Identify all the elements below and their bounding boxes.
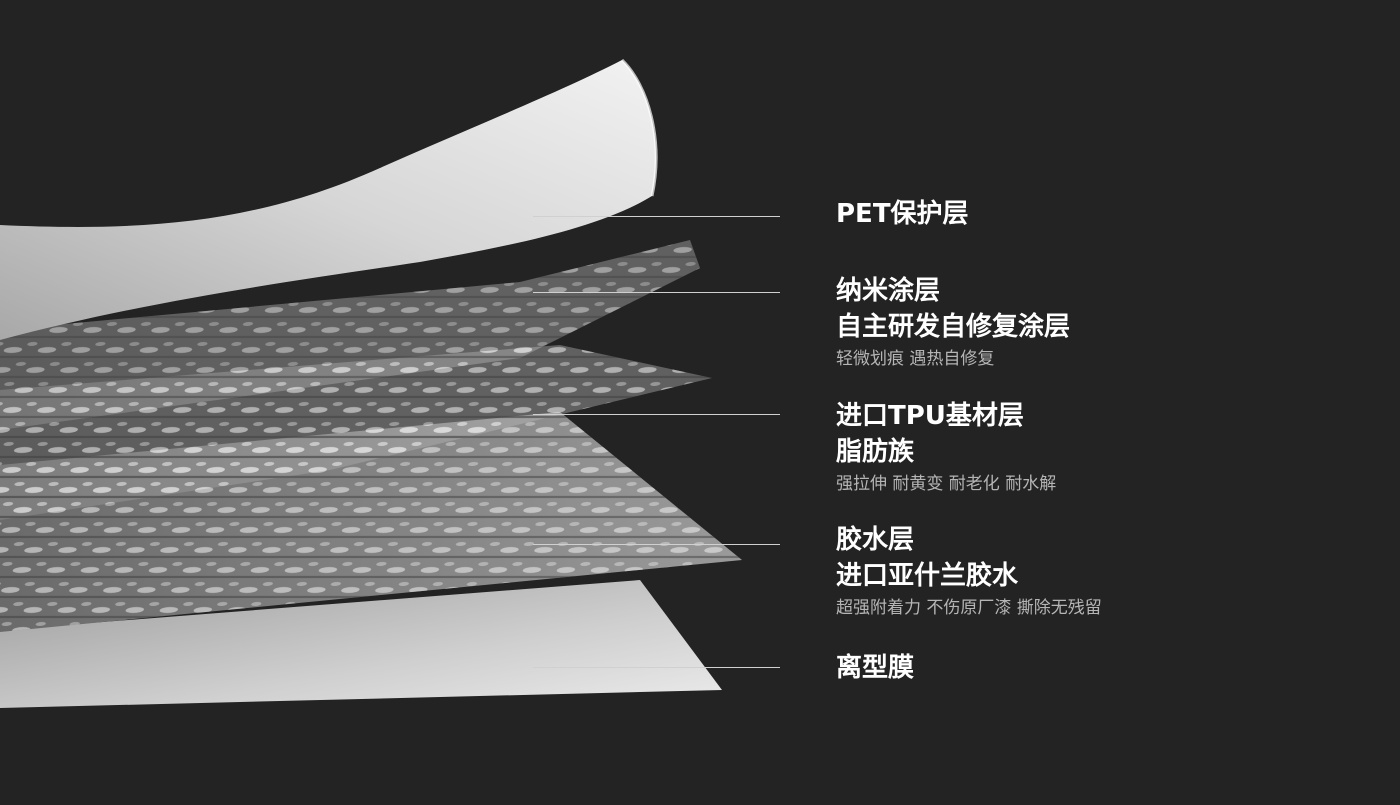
glue-layer-label: 胶水层 进口亚什兰胶水 超强附着力 不伤原厂漆 撕除无残留 xyxy=(836,522,1102,620)
pet-curl-edge xyxy=(620,58,658,197)
leader-line-nano xyxy=(533,292,780,293)
nano-layer-title-2: 自主研发自修复涂层 xyxy=(836,312,1071,342)
pet-layer-title: PET保护层 xyxy=(836,199,969,229)
pet-protective-layer xyxy=(0,60,657,340)
leader-line-tpu xyxy=(533,414,780,415)
nano-layer-subtitle: 轻微划痕 遇热自修复 xyxy=(836,349,995,369)
release-layer-title: 离型膜 xyxy=(836,653,915,683)
nano-coating-texture xyxy=(0,240,700,430)
pet-layer-label: PET保护层 xyxy=(836,196,969,232)
glue-layer-title-2: 进口亚什兰胶水 xyxy=(836,561,1019,591)
nano-layer-title: 纳米涂层 xyxy=(836,276,941,306)
tpu-layer-label: 进口TPU基材层 脂肪族 强拉伸 耐黄变 耐老化 耐水解 xyxy=(836,398,1056,496)
leader-line-glue xyxy=(533,544,780,545)
leader-line-release xyxy=(533,667,780,668)
glue-layer-subtitle: 超强附着力 不伤原厂漆 撕除无残留 xyxy=(836,598,1102,618)
leader-line-pet xyxy=(533,216,780,217)
release-layer-label: 离型膜 xyxy=(836,650,914,686)
glue-layer-title: 胶水层 xyxy=(836,525,915,555)
tpu-layer-title-2: 脂肪族 xyxy=(836,437,915,467)
tpu-layer-subtitle: 强拉伸 耐黄变 耐老化 耐水解 xyxy=(836,474,1057,494)
nano-layer-label: 纳米涂层 自主研发自修复涂层 轻微划痕 遇热自修复 xyxy=(836,273,1070,371)
tpu-layer-title: 进口TPU基材层 xyxy=(836,401,1024,431)
release-film-layer xyxy=(0,580,722,708)
